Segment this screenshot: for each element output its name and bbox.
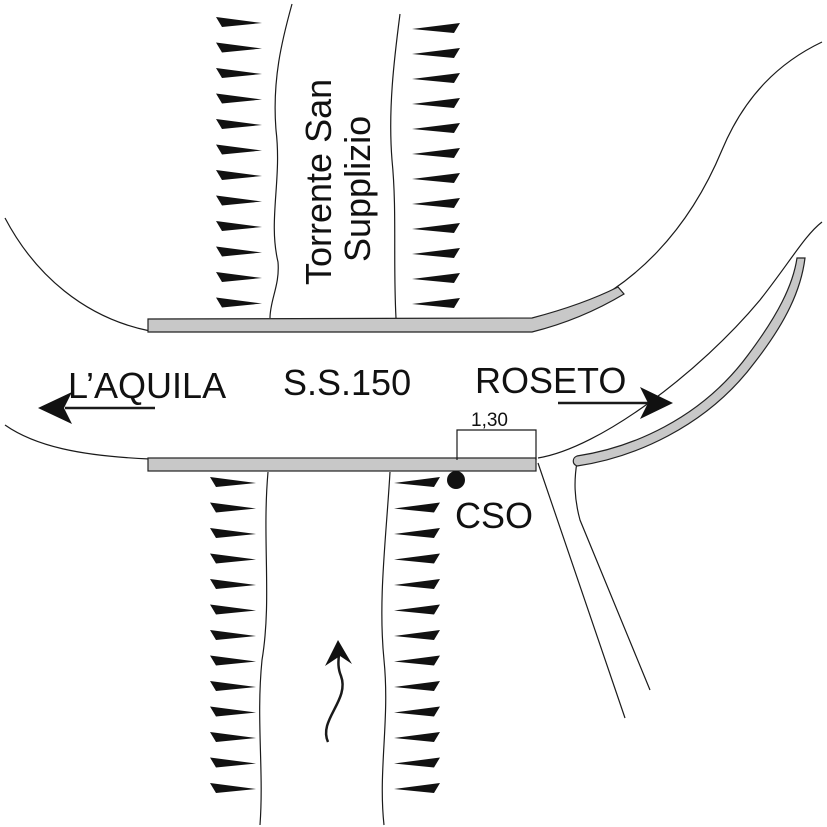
ne-bank-mark bbox=[412, 248, 460, 258]
side-road-west-edge bbox=[537, 462, 626, 719]
ne-bank-mark bbox=[412, 23, 460, 33]
west-direction-arrow bbox=[38, 392, 155, 424]
river-banks bbox=[259, 3, 401, 826]
ne-bank-mark bbox=[412, 173, 460, 183]
sw-bank-mark bbox=[210, 477, 256, 487]
south-guard-rail bbox=[147, 457, 537, 472]
ne-bank-mark bbox=[412, 223, 460, 233]
se-bank-mark bbox=[394, 502, 440, 513]
road-name-label: S.S.150 bbox=[283, 362, 411, 403]
side-road bbox=[537, 461, 651, 719]
nw-bank-mark bbox=[216, 272, 262, 282]
river-name-line-2: Supplizio bbox=[337, 116, 378, 262]
east-direction-arrow bbox=[558, 387, 673, 419]
se-bank-mark bbox=[394, 783, 440, 793]
east-bank-north bbox=[390, 13, 401, 319]
nw-bank-mark bbox=[216, 68, 262, 78]
road-north-edge-west bbox=[4, 217, 151, 332]
nw-bank-mark bbox=[216, 42, 262, 53]
cso-label: CSO bbox=[455, 495, 533, 536]
river-name-line-1: Torrente San bbox=[298, 79, 339, 285]
road-south-edge-west bbox=[4, 424, 151, 460]
sw-bank-mark bbox=[210, 783, 256, 793]
guard-rails bbox=[147, 257, 806, 472]
ne-bank-mark bbox=[412, 98, 460, 108]
east-destination-label: ROSETO bbox=[475, 360, 626, 401]
side-road-east-edge bbox=[574, 461, 651, 691]
se-bank-mark bbox=[394, 681, 440, 691]
cso-station-dot bbox=[447, 471, 465, 489]
ne-bank-mark bbox=[412, 148, 460, 158]
nw-bank-mark bbox=[216, 144, 262, 155]
embankment-hatching bbox=[210, 17, 460, 793]
sw-bank-mark bbox=[210, 655, 256, 666]
se-bank-mark bbox=[394, 732, 440, 742]
nw-bank-mark bbox=[216, 221, 262, 231]
se-bank-mark bbox=[394, 477, 440, 487]
ne-bank-mark bbox=[412, 48, 460, 58]
dimension-marker bbox=[456, 429, 537, 460]
sw-bank-mark bbox=[210, 553, 256, 564]
nw-bank-mark bbox=[216, 17, 262, 27]
road-south-edge-east bbox=[537, 221, 823, 459]
dimension-label: 1,30 bbox=[471, 410, 508, 431]
nw-bank-mark bbox=[216, 246, 262, 257]
se-bank-mark bbox=[394, 706, 440, 717]
se-bank-mark bbox=[394, 528, 440, 538]
se-bank-mark bbox=[394, 579, 440, 589]
ne-bank-mark bbox=[412, 73, 460, 83]
ne-bank-mark bbox=[412, 273, 460, 283]
nw-bank-mark bbox=[216, 119, 262, 129]
nw-bank-mark bbox=[216, 170, 262, 180]
ne-bank-mark bbox=[412, 298, 460, 308]
sw-bank-mark bbox=[210, 579, 256, 589]
east-bank-south bbox=[381, 471, 391, 826]
nw-bank-mark bbox=[216, 93, 262, 104]
ne-bank-mark bbox=[412, 198, 460, 208]
west-bank-south bbox=[259, 471, 269, 826]
ne-bank-mark bbox=[412, 123, 460, 133]
nw-bank-mark bbox=[216, 195, 262, 206]
sw-bank-mark bbox=[210, 630, 256, 640]
west-destination-label: L’AQUILA bbox=[68, 365, 226, 406]
east-curved-guard-rail bbox=[572, 257, 806, 467]
sw-bank-mark bbox=[210, 732, 256, 742]
sw-bank-mark bbox=[210, 528, 256, 538]
sw-bank-mark bbox=[210, 502, 256, 513]
flow-arrowhead bbox=[325, 640, 352, 666]
flow-direction-arrow bbox=[324, 640, 352, 743]
se-bank-mark bbox=[394, 655, 440, 666]
se-bank-mark bbox=[394, 757, 440, 768]
sw-bank-mark bbox=[210, 706, 256, 717]
nw-bank-mark bbox=[216, 297, 262, 308]
west-bank-north bbox=[269, 3, 293, 319]
road-north-edge-east bbox=[529, 41, 823, 328]
se-bank-mark bbox=[394, 604, 440, 615]
north-guard-rail bbox=[147, 286, 625, 333]
se-bank-mark bbox=[394, 630, 440, 640]
sw-bank-mark bbox=[210, 604, 256, 615]
se-bank-mark bbox=[394, 553, 440, 564]
sw-bank-mark bbox=[210, 681, 256, 691]
sw-bank-mark bbox=[210, 757, 256, 768]
